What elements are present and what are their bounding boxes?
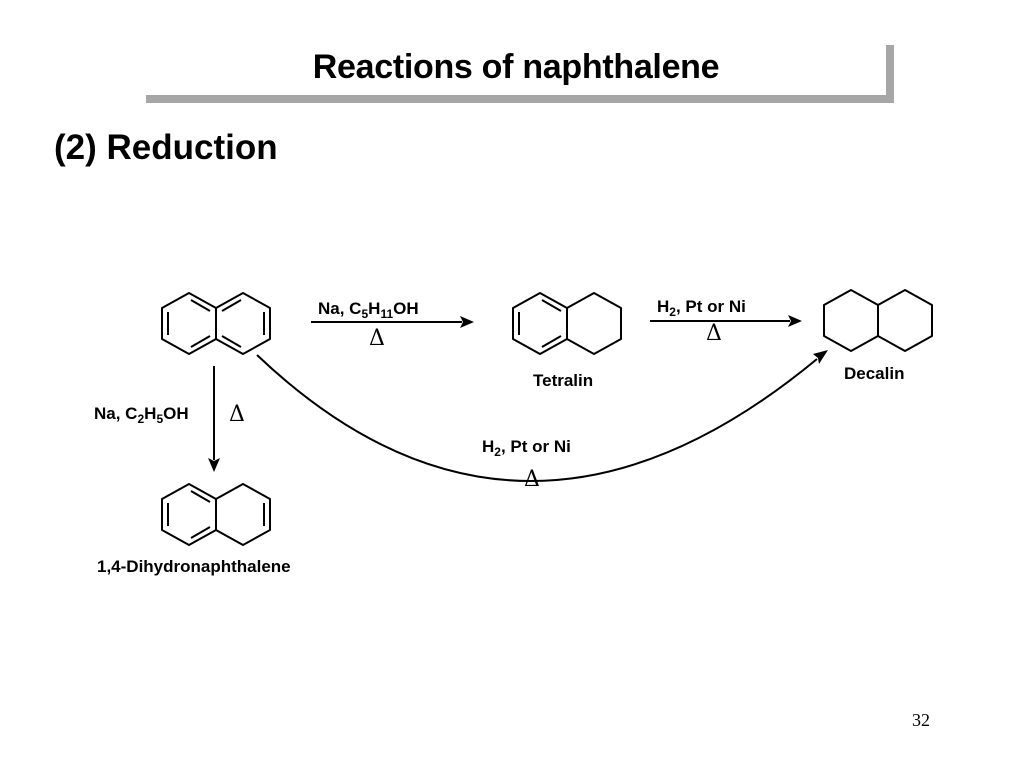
tetralin-structure bbox=[512, 292, 622, 355]
reagent-label-sodium-ethanol: Na, C2H5OH bbox=[94, 404, 189, 426]
reagent-label-hydrogen-catalyst-2: H2, Pt or Ni bbox=[482, 437, 571, 459]
naphthalene-structure bbox=[161, 292, 271, 355]
slide-subtitle: (2) Reduction bbox=[54, 128, 278, 167]
heat-symbol-3: Δ bbox=[229, 402, 245, 427]
heat-symbol-2: Δ bbox=[706, 321, 722, 346]
heat-symbol-4: Δ bbox=[524, 467, 540, 492]
compound-name-tetralin: Tetralin bbox=[533, 371, 594, 390]
heat-symbol-1: Δ bbox=[369, 326, 385, 351]
compound-name-decalin: Decalin bbox=[844, 364, 905, 383]
slide-title: Reactions of naphthalene bbox=[312, 48, 720, 86]
arrow-tetralin-to-decalin bbox=[650, 315, 802, 327]
reagent-label-hydrogen-catalyst-1: H2, Pt or Ni bbox=[657, 297, 746, 319]
title-box bbox=[146, 45, 894, 103]
dihydronaphthalene-structure bbox=[161, 483, 271, 546]
arrow-naphthalene-to-decalin-curved bbox=[256, 350, 828, 482]
decalin-structure bbox=[823, 289, 933, 352]
arrow-naphthalene-to-tetralin bbox=[311, 316, 474, 328]
reagent-label-sodium-pentanol: Na, C5H11OH bbox=[318, 299, 419, 321]
arrow-naphthalene-to-dihydro bbox=[208, 366, 220, 472]
compound-name-dihydronaphthalene: 1,4-Dihydronaphthalene bbox=[97, 557, 291, 576]
page-number: 32 bbox=[912, 710, 930, 730]
